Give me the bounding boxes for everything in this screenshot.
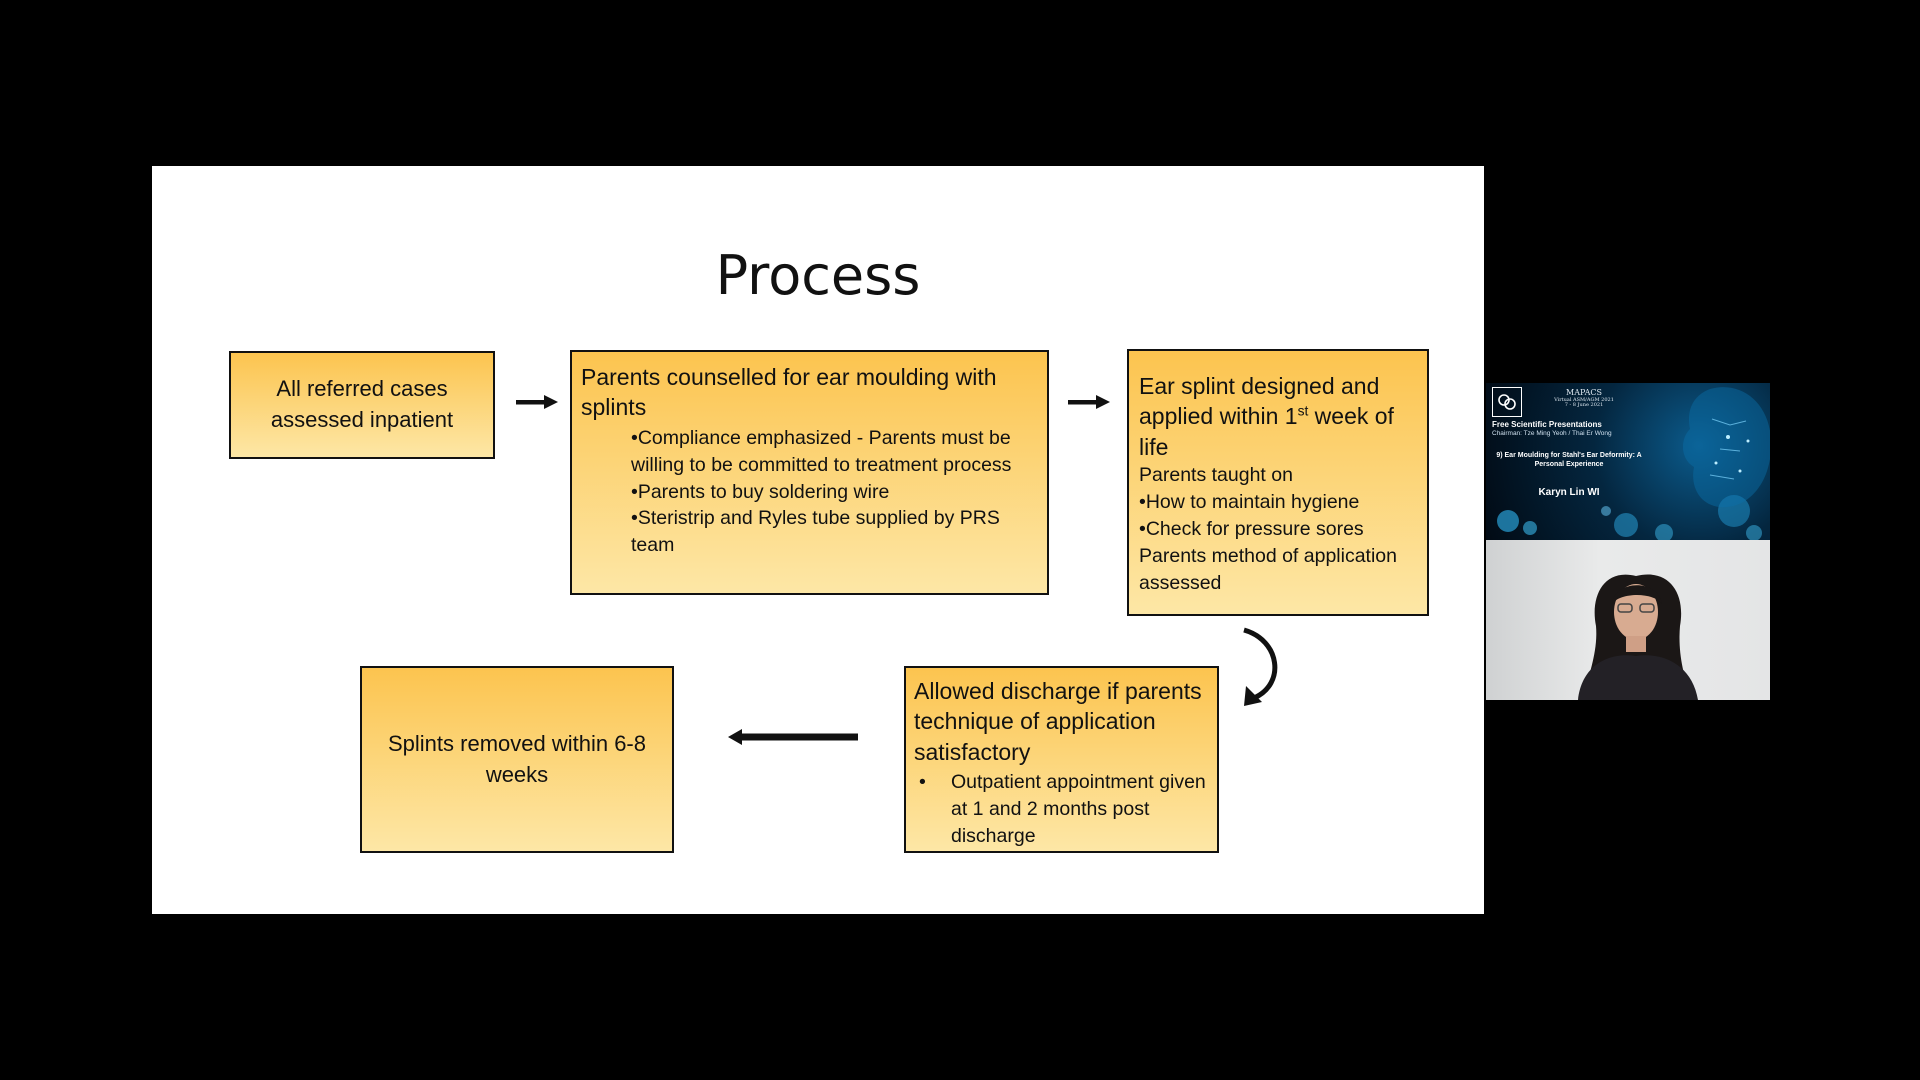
webinar-title-card: MAPACS Virtual ASM/AGM 2021 7 - 8 June 2… <box>1486 383 1770 540</box>
list-item: •Steristrip and Ryles tube supplied by P… <box>631 507 1000 557</box>
cells-background-icon <box>1497 495 1762 540</box>
curved-arrow-icon <box>1243 627 1278 706</box>
step-box-referral-text: All referred cases assessed inpatient <box>270 376 454 432</box>
session-title: Free Scientific Presentations <box>1492 420 1602 429</box>
list-item: •Check for pressure sores <box>1139 517 1364 540</box>
speaker-video-feed <box>1486 540 1770 700</box>
heading-text: week of life <box>1139 403 1394 460</box>
step-box-counselling-heading: Parents counselled for ear moulding with… <box>581 364 997 421</box>
list-item: •Parents to buy soldering wire <box>631 480 890 503</box>
list-item-text: Outpatient appointment given at 1 and 2 … <box>951 771 1206 847</box>
step-box-removal-text: Splints removed within 6-8 weeks <box>387 730 646 787</box>
speaker-avatar-icon <box>1578 574 1698 700</box>
step-box-discharge: Allowed discharge if parents technique o… <box>904 666 1219 853</box>
digital-face-icon <box>1683 387 1770 508</box>
arrow-right-icon <box>1068 395 1110 409</box>
presentation-slide: Process All referred cases assessed inpa… <box>152 166 1484 914</box>
heading-text: Ear splint designed and applied within 1 <box>1139 373 1380 430</box>
step-box-discharge-heading: Allowed discharge if parents technique o… <box>914 678 1202 765</box>
list-item: Parents method of application assessed <box>1139 544 1397 594</box>
org-subtitle: Virtual ASM/AGM 2021 <box>1554 396 1614 403</box>
bullet-symbol: • <box>919 771 926 794</box>
org-date: 7 - 8 June 2021 <box>1564 402 1604 409</box>
speaker-name: Karyn Lin WI <box>1538 487 1600 498</box>
counselling-bullet-list: •Compliance emphasized - Parents must be… <box>581 425 1035 560</box>
step-box-splint-heading: Ear splint designed and applied within 1… <box>1139 371 1417 462</box>
org-title: MAPACS Virtual ASM/AGM 2021 7 - 8 June 2… <box>1524 388 1644 409</box>
chairman-label: Chairman: Tze Ming Yeoh / Thai Er Wong <box>1492 430 1612 437</box>
discharge-bullet-list: • Outpatient appointment given at 1 and … <box>914 769 1209 850</box>
list-item: •How to maintain hygiene <box>1139 490 1360 513</box>
step-box-referral: All referred cases assessed inpatient <box>229 351 495 459</box>
heading-superscript: st <box>1297 403 1309 419</box>
list-item: •Compliance emphasized - Parents must be… <box>631 426 1012 476</box>
step-box-counselling: Parents counselled for ear moulding with… <box>570 350 1049 595</box>
mapacs-logo-icon <box>1492 387 1522 417</box>
step-box-splint-application: Ear splint designed and applied within 1… <box>1127 349 1429 616</box>
list-item: • Outpatient appointment given at 1 and … <box>919 769 1209 850</box>
arrow-left-icon <box>728 729 858 745</box>
step-box-splint-removal: Splints removed within 6-8 weeks <box>360 666 674 853</box>
org-name: MAPACS <box>1566 388 1602 397</box>
slide-title: Process <box>715 244 921 307</box>
talk-title: 9) Ear Moulding for Stahl's Ear Deformit… <box>1496 452 1642 469</box>
arrow-right-icon <box>516 395 558 409</box>
list-item: Parents taught on <box>1139 464 1293 487</box>
